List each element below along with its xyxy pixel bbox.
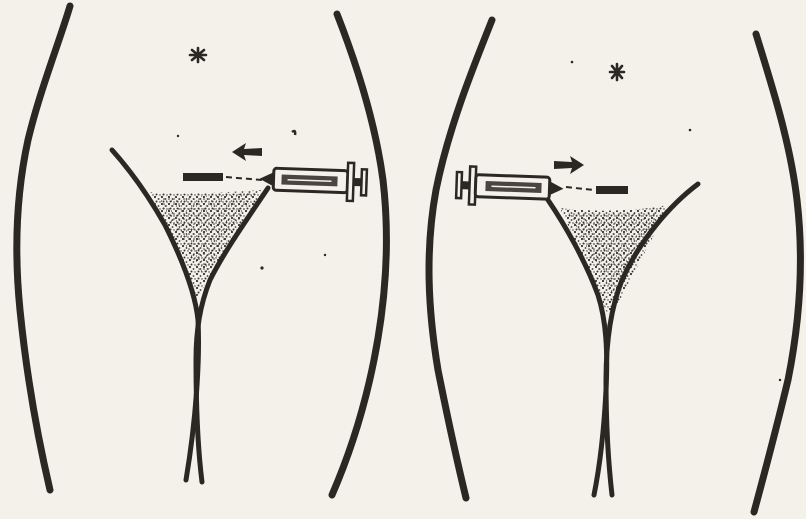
left-panel-needle-tip-icon	[183, 173, 223, 181]
right-panel-needle-tip-icon	[596, 186, 628, 194]
left-panel-asterisk-mark	[190, 48, 206, 62]
right-panel-asterisk-mark	[610, 64, 624, 80]
